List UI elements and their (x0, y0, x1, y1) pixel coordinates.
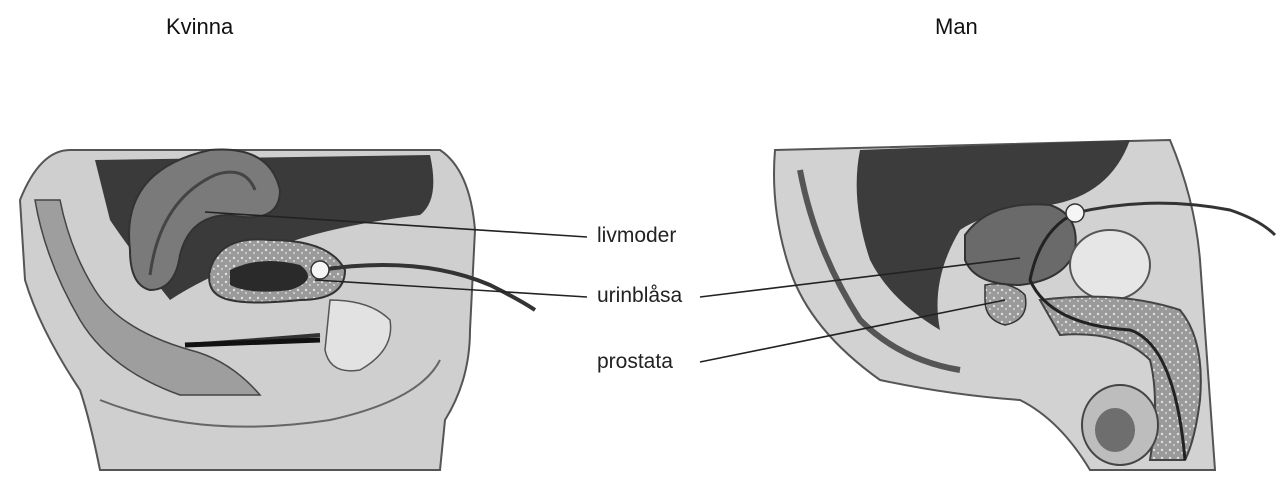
label-prostata: prostata (597, 350, 673, 374)
label-livmoder: livmoder (597, 224, 676, 248)
male-catheter-balloon (1066, 204, 1084, 222)
female-catheter-balloon (311, 261, 329, 279)
male-pelvis-illustration (774, 140, 1275, 470)
female-pelvis-illustration (20, 150, 535, 471)
label-urinblasa: urinblåsa (597, 284, 682, 308)
